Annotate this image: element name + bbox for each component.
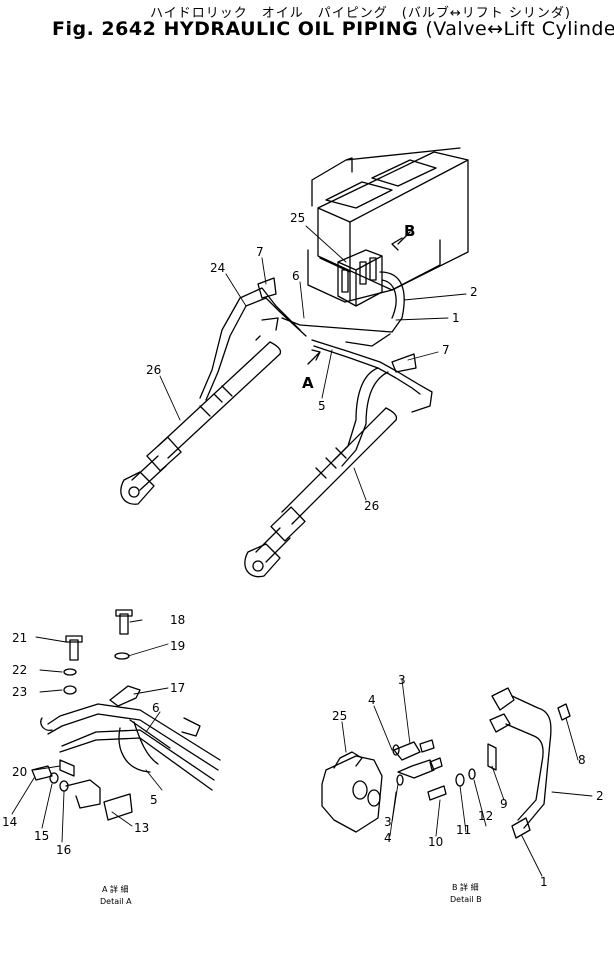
label-3-upper: 3 — [398, 673, 406, 687]
label-24: 24 — [210, 261, 225, 275]
label-25-main: 25 — [290, 211, 305, 225]
pipe-set-main — [199, 271, 433, 467]
title-jp-part-4: (バルブ↔リフト シリンダ) — [401, 6, 571, 21]
title-jp-part-3: パイピング — [317, 6, 388, 21]
label-6-main: 6 — [292, 269, 300, 283]
leader-lines-detail-b — [341, 679, 593, 877]
detail-a-caption-jp: A 詳 細 — [102, 884, 129, 894]
title-english: Fig. 2642 HYDRAULIC OIL PIPING (Valve↔Li… — [52, 18, 614, 40]
detail-b-labels: 3 25 4 8 2 9 12 11 10 3 4 1 B 詳 細 Detail… — [332, 673, 604, 904]
clamp-upper — [257, 277, 277, 299]
view-marker-a: A — [302, 374, 314, 392]
label-19: 19 — [170, 639, 185, 653]
clamp-lower — [391, 353, 417, 373]
label-14: 14 — [2, 815, 17, 829]
figure-title: ハイドロリックオイルパイピング (バルブ↔リフト シリンダ) Fig. 2642 … — [0, 0, 614, 44]
label-22: 22 — [12, 663, 27, 677]
label-10: 10 — [428, 835, 443, 849]
label-4-upper: 4 — [368, 693, 376, 707]
label-7-upper: 7 — [256, 245, 264, 259]
label-1-detail-b: 1 — [540, 875, 548, 889]
label-26-right: 26 — [364, 499, 379, 513]
hydraulic-tank — [307, 147, 469, 303]
title-jp-part-1: ハイドロリック — [150, 6, 248, 21]
control-valve — [337, 249, 383, 307]
label-4-lower: 4 — [384, 831, 392, 845]
label-23: 23 — [12, 685, 27, 699]
main-view-labels: 25 7 24 6 2 1 7 5 26 26 B A — [146, 211, 478, 513]
label-11: 11 — [456, 823, 471, 837]
label-6-detail-a: 6 — [152, 701, 160, 715]
leader-lines-main — [159, 225, 467, 501]
title-main: HYDRAULIC OIL PIPING — [163, 18, 419, 40]
fig-number: Fig. 2642 — [52, 18, 157, 40]
label-26-left: 26 — [146, 363, 161, 377]
title-sub: (Valve↔Lift Cylinder) — [425, 18, 614, 40]
arrow-b-marker — [391, 231, 411, 251]
label-15: 15 — [34, 829, 49, 843]
label-20: 20 — [12, 765, 27, 779]
detail-b-caption-en: Detail B — [450, 895, 482, 904]
label-21: 21 — [12, 631, 27, 645]
title-japanese: ハイドロリックオイルパイピング (バルブ↔リフト シリンダ) — [150, 2, 571, 21]
leader-lines-detail-a — [11, 619, 169, 843]
lift-cylinder-left — [120, 317, 282, 505]
label-7-lower: 7 — [442, 343, 450, 357]
label-17: 17 — [170, 681, 185, 695]
label-8: 8 — [578, 753, 586, 767]
label-5-detail-a: 5 — [150, 793, 158, 807]
label-18: 18 — [170, 613, 185, 627]
view-marker-b: B — [404, 222, 415, 240]
detail-b-caption-jp: B 詳 細 — [452, 882, 479, 892]
detail-a-drawing — [31, 609, 221, 821]
detail-a-labels: 18 21 19 22 17 23 6 20 5 13 14 15 16 A 詳… — [2, 613, 185, 906]
label-12: 12 — [478, 809, 493, 823]
label-25-detail-b: 25 — [332, 709, 347, 723]
label-1-main: 1 — [452, 311, 460, 325]
label-2-main: 2 — [470, 285, 478, 299]
label-16: 16 — [56, 843, 71, 857]
lift-cylinder-right — [244, 407, 398, 578]
label-9: 9 — [500, 797, 508, 811]
label-2-detail-b: 2 — [596, 789, 604, 803]
detail-a-caption-en: Detail A — [100, 897, 132, 906]
title-jp-part-2: オイル — [261, 6, 304, 21]
detail-b-drawing — [321, 687, 571, 839]
arrow-a-marker — [307, 349, 321, 365]
label-5-main: 5 — [318, 399, 326, 413]
label-3-lower: 3 — [384, 815, 392, 829]
label-13: 13 — [134, 821, 149, 835]
